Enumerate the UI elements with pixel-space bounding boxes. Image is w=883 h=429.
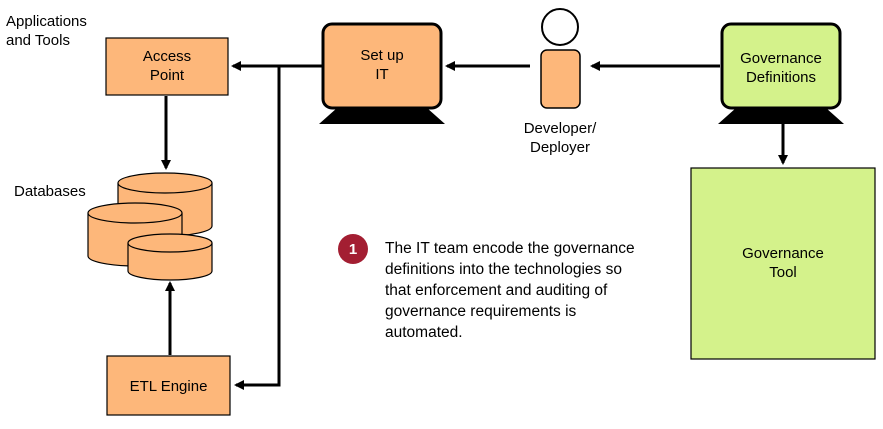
database-cylinder-right	[127, 233, 213, 281]
callout-text: The IT team encode the governance defini…	[385, 240, 635, 341]
etl-engine-box[interactable]	[106, 355, 231, 416]
setup-it-label: Set up IT	[360, 47, 404, 83]
databases-label: Databases	[14, 183, 86, 200]
governance-definitions-label: Governance Definitions	[740, 50, 822, 86]
etl-engine-label: ETL Engine	[129, 378, 208, 395]
governance-tool-label: Governance Tool	[742, 245, 824, 281]
arrow-setup-to-etl	[234, 66, 281, 390]
databases-icon	[87, 172, 213, 281]
governance-tool-box[interactable]	[690, 167, 876, 360]
access-point-box[interactable]	[105, 37, 229, 96]
governance-definitions-monitor[interactable]	[718, 22, 844, 124]
developer-actor-icon	[540, 8, 581, 109]
applications-label: Applications and Tools	[6, 13, 87, 49]
setup-it-monitor[interactable]	[319, 22, 445, 124]
access-point-label: Access Point	[142, 48, 192, 84]
callout-number-badge: 1	[338, 234, 368, 264]
developer-label: Developer/ Deployer	[523, 120, 597, 156]
